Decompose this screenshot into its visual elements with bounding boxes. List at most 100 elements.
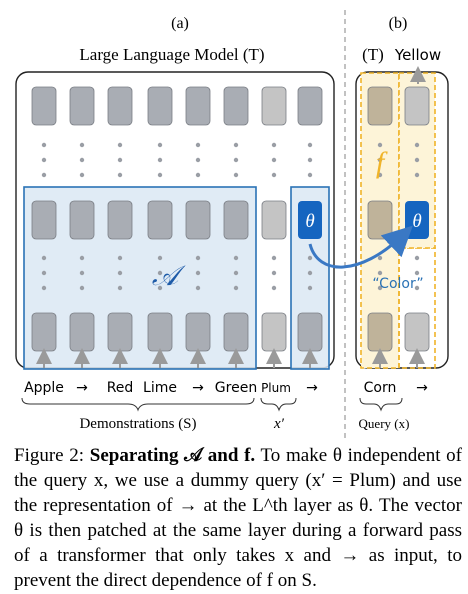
theta-symbol-a: θ [305, 211, 314, 232]
layer-dot [79, 172, 85, 178]
layer-dot [157, 172, 163, 178]
token-lime: Lime [143, 380, 177, 396]
layer-dot [157, 142, 163, 148]
token-box [367, 86, 393, 126]
dummy-query-label: x′ [273, 416, 285, 432]
token-arrow-1: → [76, 380, 88, 396]
panel-a-label: (a) [171, 15, 189, 32]
layer-dot [233, 142, 239, 148]
token-box [185, 200, 211, 240]
token-box [404, 86, 430, 126]
token-box [297, 312, 323, 352]
layer-dot [307, 285, 313, 291]
caption-prefix: Figure 2: [14, 445, 90, 466]
patch-arrow [308, 225, 413, 269]
token-box [107, 312, 133, 352]
token-box [107, 86, 133, 126]
layer-dot [41, 172, 47, 178]
layer-dot [117, 270, 123, 276]
token-box [69, 200, 95, 240]
token-box [185, 86, 211, 126]
output-label: Yellow [394, 46, 441, 64]
dummy-brace [260, 397, 297, 412]
token-box [223, 200, 249, 240]
layer-dot [41, 157, 47, 163]
layer-dot [117, 285, 123, 291]
layer-dot [195, 142, 201, 148]
demonstrations-region [23, 186, 257, 370]
layer-dot [157, 285, 163, 291]
demonstrations-brace [21, 397, 255, 412]
model-label-b: (T) [362, 45, 384, 64]
token-box [185, 312, 211, 352]
layer-dot [307, 142, 313, 148]
layer-dot [307, 172, 313, 178]
layer-dot [414, 142, 420, 148]
layer-dot [117, 142, 123, 148]
token-box [31, 200, 57, 240]
layer-dot [377, 270, 383, 276]
token-box [69, 86, 95, 126]
layer-dot [271, 285, 277, 291]
caption-bold: Separating 𝒜 and f. [89, 445, 256, 466]
token-box [261, 86, 287, 126]
layer-dot [233, 270, 239, 276]
layer-dot [79, 285, 85, 291]
layer-dot [307, 157, 313, 163]
token-plum: Plum [261, 381, 291, 395]
layer-dot [195, 172, 201, 178]
layer-dot [41, 270, 47, 276]
layer-dot [271, 270, 277, 276]
theta-symbol-b: θ [412, 211, 421, 232]
token-box [69, 312, 95, 352]
layer-dot [233, 157, 239, 163]
token-arrow-2: → [192, 380, 204, 396]
input-arrows [36, 348, 425, 368]
layer-dot [307, 270, 313, 276]
layer-dot [117, 172, 123, 178]
figure-diagram: (a) (b) Large Language Model (T) (T) Yel… [15, 10, 449, 440]
layer-dot [307, 255, 313, 261]
layer-dot [195, 157, 201, 163]
layer-dot [233, 172, 239, 178]
token-box [31, 312, 57, 352]
layer-dot [79, 255, 85, 261]
token-green: Green [215, 380, 257, 396]
layer-dot [41, 255, 47, 261]
layer-dot [195, 255, 201, 261]
layer-dot [414, 172, 420, 178]
token-box [147, 200, 173, 240]
token-box [107, 200, 133, 240]
panel-b-label: (b) [389, 15, 408, 32]
layer-dot [414, 255, 420, 261]
layer-dot [157, 255, 163, 261]
token-apple: Apple [24, 380, 64, 396]
layer-dot [157, 157, 163, 163]
layer-dot [233, 255, 239, 261]
layer-dot [271, 157, 277, 163]
layer-dot [41, 142, 47, 148]
token-box [31, 86, 57, 126]
llm-title: Large Language Model (T) [79, 45, 264, 64]
token-box [261, 200, 287, 240]
layer-dot [157, 270, 163, 276]
token-box [367, 200, 393, 240]
layer-dot [377, 172, 383, 178]
layer-dot [195, 270, 201, 276]
token-arrow-b: → [416, 380, 428, 396]
query-brace [359, 397, 403, 412]
layer-dot [41, 285, 47, 291]
layer-dot [79, 270, 85, 276]
token-box [297, 86, 323, 126]
token-arrow-3: → [306, 380, 318, 396]
layer-dot [271, 255, 277, 261]
theta-box-a [298, 201, 322, 239]
layer-dot [377, 285, 383, 291]
token-corn: Corn [364, 380, 397, 396]
token-box [404, 312, 430, 352]
figure-caption: Figure 2: Separating 𝒜 and f. To make θ … [14, 443, 462, 593]
token-box [223, 312, 249, 352]
token-box [147, 312, 173, 352]
layer-dot [414, 285, 420, 291]
layer-dot [377, 255, 383, 261]
